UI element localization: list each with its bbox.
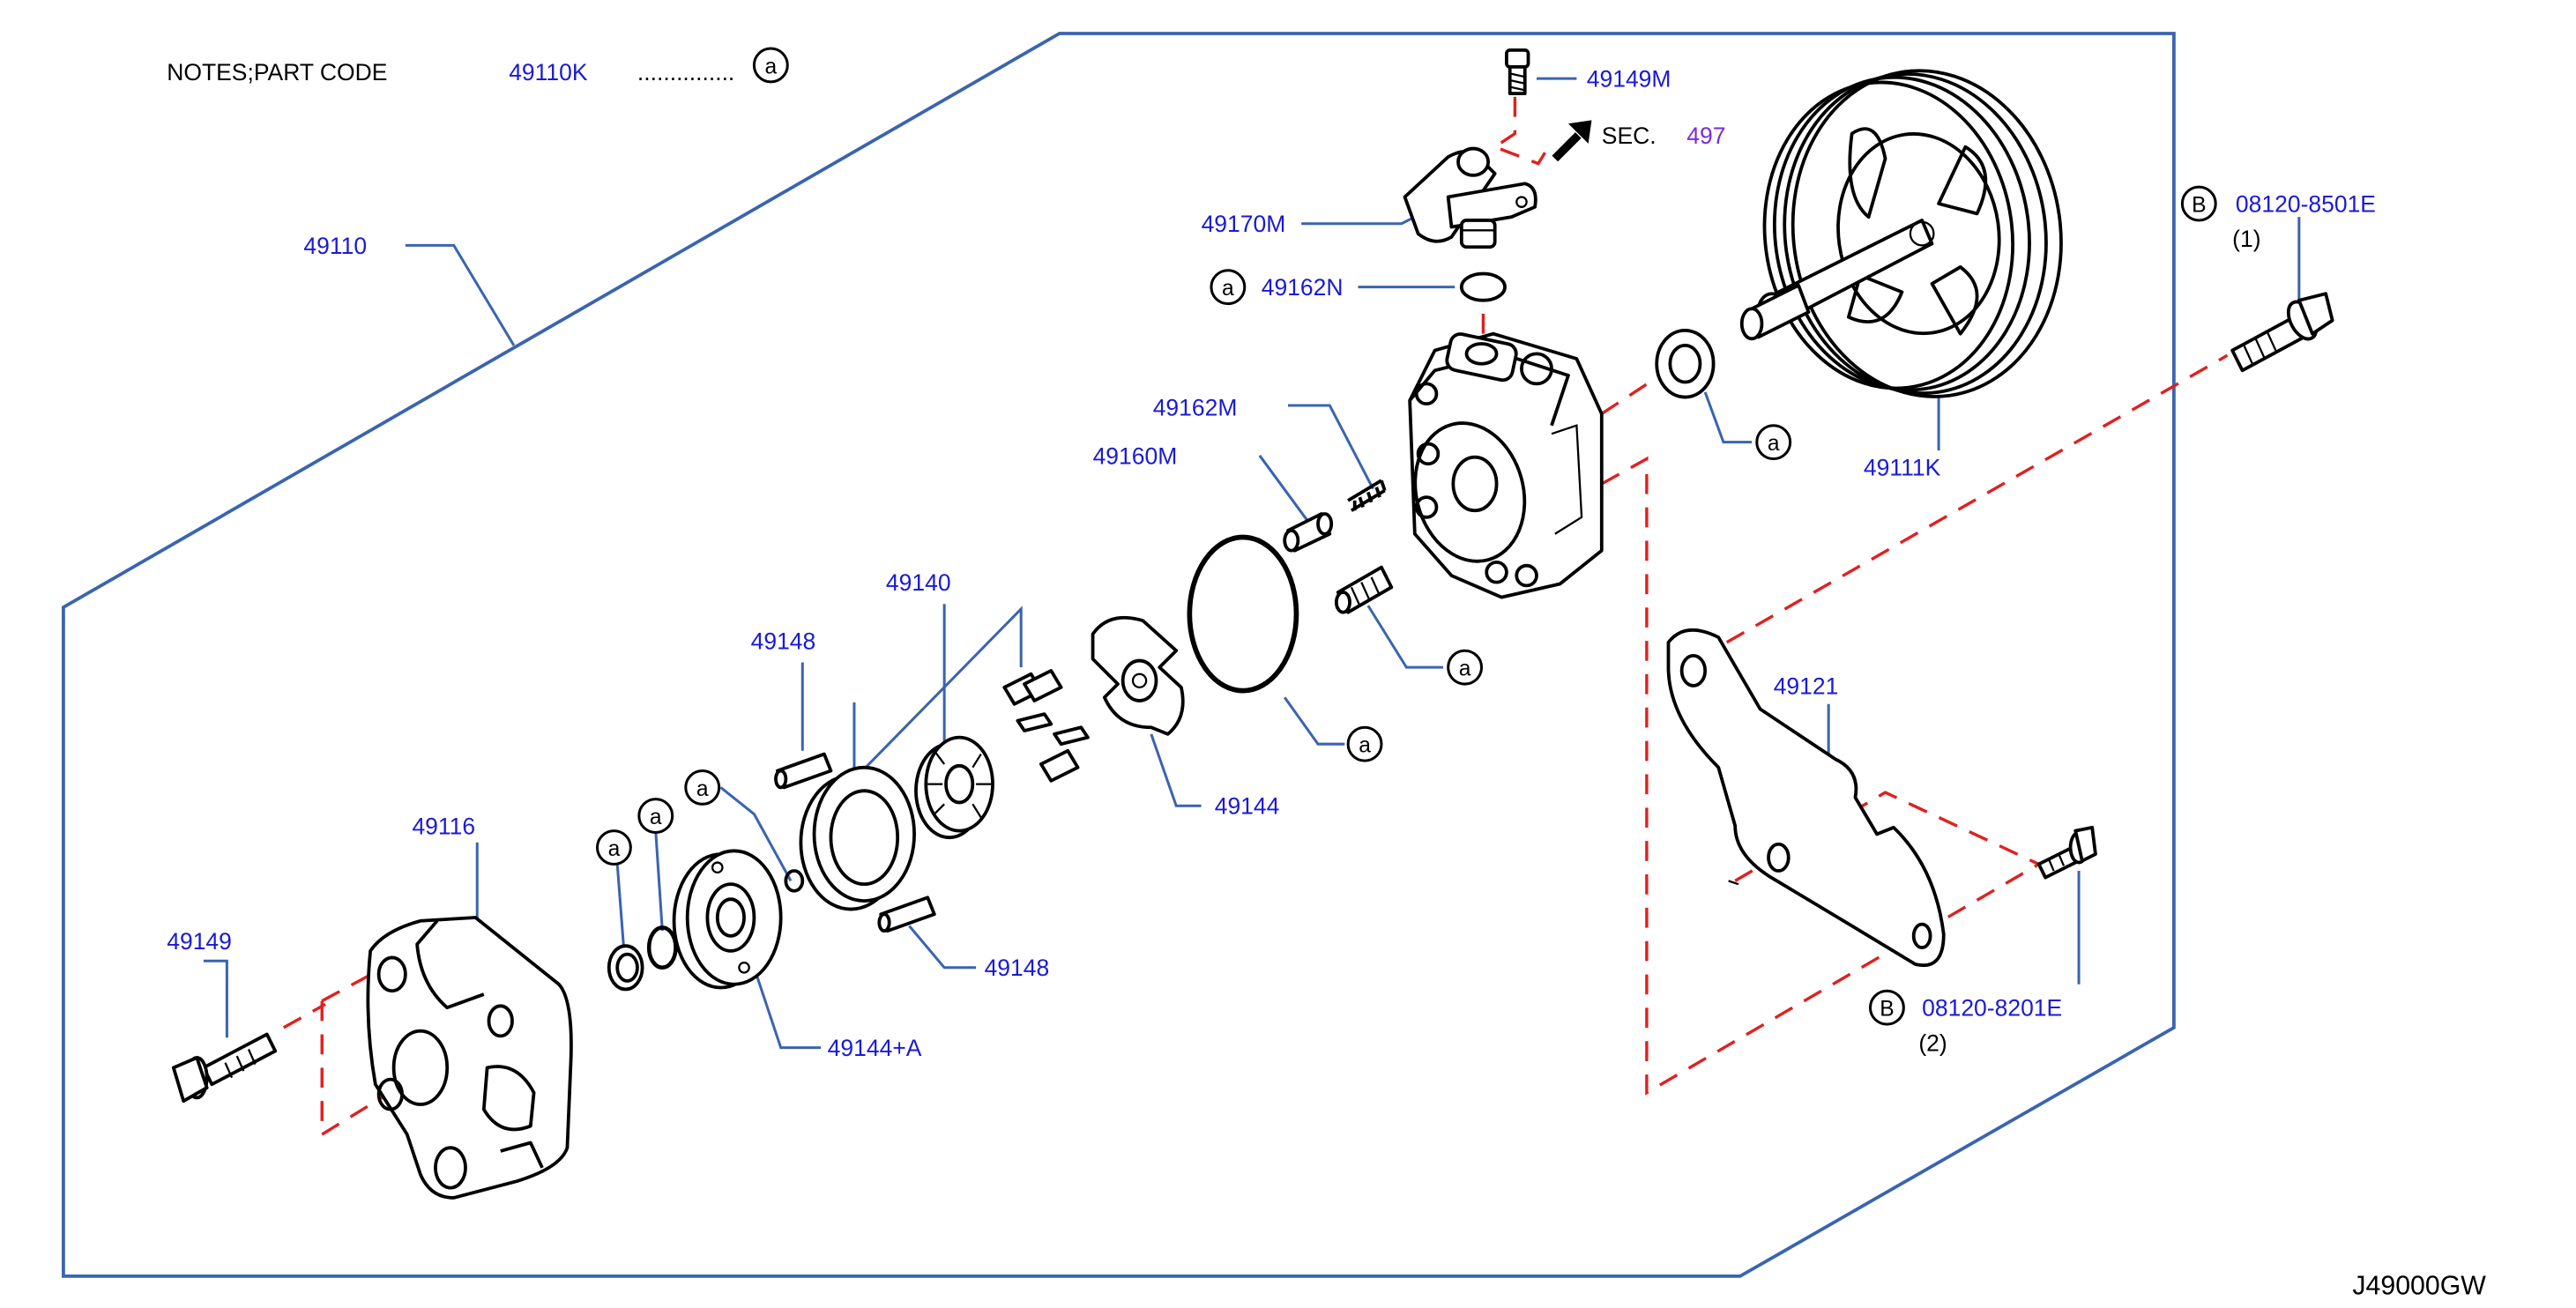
label-49121[interactable]: 49121 bbox=[1774, 673, 1839, 699]
label-bolt1[interactable]: 08120-8501E bbox=[2236, 190, 2376, 217]
leader-49149 bbox=[203, 959, 228, 1038]
label-49110[interactable]: 49110 bbox=[303, 233, 367, 259]
sec-arrow-icon bbox=[1552, 120, 1592, 162]
part-large-oring[interactable] bbox=[1187, 534, 1299, 694]
marker-a-seal: a bbox=[1755, 424, 1792, 461]
leader-seal-small-a bbox=[615, 864, 626, 951]
leader-oring-a bbox=[1283, 696, 1345, 746]
part-49162M-spring[interactable] bbox=[1347, 479, 1387, 512]
part-shaft-seal[interactable] bbox=[1655, 328, 1716, 399]
part-cam-ring[interactable] bbox=[799, 765, 916, 911]
leader-ring-a bbox=[719, 786, 793, 882]
label-bolt2[interactable]: 08120-8201E bbox=[1922, 995, 2062, 1022]
svg-text:a: a bbox=[608, 837, 621, 861]
hidden-line-bolt2 bbox=[1734, 791, 2040, 882]
marker-a-49162N: a bbox=[1210, 269, 1247, 306]
label-49149[interactable]: 49149 bbox=[167, 928, 232, 955]
part-49149M-bolt[interactable] bbox=[1505, 48, 1530, 96]
marker-b-bolt1: B bbox=[2180, 185, 2217, 222]
notes-prefix: NOTES;PART CODE bbox=[167, 59, 387, 85]
leader-valve-a bbox=[1366, 605, 1444, 669]
leader-seal-a bbox=[1703, 391, 1753, 444]
label-49148-bottom[interactable]: 49148 bbox=[985, 955, 1050, 981]
svg-text:a: a bbox=[1768, 432, 1780, 456]
part-49144-side-plate[interactable] bbox=[1091, 615, 1185, 736]
part-49170M-connector[interactable] bbox=[1403, 146, 1537, 249]
label-49140[interactable]: 49140 bbox=[886, 569, 951, 596]
hidden-line-bolt1 bbox=[1725, 353, 2229, 644]
svg-text:B: B bbox=[1880, 998, 1894, 1022]
svg-text:a: a bbox=[1459, 658, 1471, 681]
part-vanes[interactable] bbox=[1002, 669, 1090, 783]
marker-a-oring: a bbox=[1346, 725, 1383, 762]
label-49160M[interactable]: 49160M bbox=[1093, 442, 1178, 469]
part-49121-bracket[interactable] bbox=[1666, 628, 1946, 967]
label-49144A[interactable]: 49144+A bbox=[828, 1035, 922, 1061]
part-small-ring[interactable] bbox=[784, 869, 805, 893]
label-49170M[interactable]: 49170M bbox=[1202, 211, 1286, 237]
part-bolt-08120-8501E[interactable] bbox=[2230, 292, 2334, 373]
svg-text:a: a bbox=[764, 55, 777, 78]
label-49144[interactable]: 49144 bbox=[1215, 793, 1280, 820]
marker-a-seal-small: a bbox=[595, 829, 632, 866]
part-small-oring[interactable] bbox=[646, 925, 678, 970]
part-rotor[interactable] bbox=[914, 735, 994, 840]
part-49116-rear-cover[interactable] bbox=[366, 916, 573, 1200]
svg-text:a: a bbox=[696, 777, 709, 801]
leader-49160M bbox=[1258, 454, 1316, 531]
label-49148-top[interactable]: 49148 bbox=[751, 628, 816, 654]
leader-49140-vanes bbox=[852, 606, 1023, 783]
leader-49110 bbox=[405, 243, 516, 346]
leader-49144A bbox=[752, 967, 822, 1050]
svg-text:a: a bbox=[1359, 734, 1371, 758]
marker-a-oring-small: a bbox=[637, 798, 674, 835]
label-49111K[interactable]: 49111K bbox=[1864, 455, 1941, 481]
label-bolt2-qty: (2) bbox=[1918, 1029, 1947, 1056]
label-49149M[interactable]: 49149M bbox=[1587, 66, 1671, 93]
part-49111K-pulley[interactable] bbox=[1739, 53, 2082, 413]
part-pump-housing[interactable] bbox=[1400, 331, 1604, 599]
part-bolt-08120-8201E[interactable] bbox=[2036, 825, 2097, 880]
leader-49170M bbox=[1301, 212, 1423, 226]
svg-text:a: a bbox=[1222, 277, 1234, 301]
hidden-line-cap bbox=[1491, 96, 1553, 166]
label-49162N[interactable]: 49162N bbox=[1262, 274, 1344, 301]
part-49149-bolt[interactable] bbox=[171, 1032, 278, 1104]
leader-49162M bbox=[1288, 404, 1374, 490]
marker-a-valve: a bbox=[1447, 649, 1484, 686]
part-49148-pin-bottom[interactable] bbox=[877, 896, 936, 933]
assembly-frame bbox=[62, 32, 2176, 1278]
svg-text:a: a bbox=[650, 806, 662, 829]
hidden-line-bolt49149 bbox=[282, 1002, 326, 1029]
notes-dots: ............... bbox=[637, 59, 734, 85]
part-49160M-valve[interactable] bbox=[1283, 512, 1334, 553]
figure-id: J49000GW bbox=[2352, 1272, 2486, 1301]
label-49162M[interactable]: 49162M bbox=[1153, 394, 1238, 420]
leader-49148-bottom bbox=[908, 925, 977, 970]
hidden-line-seal bbox=[1600, 374, 1661, 415]
notes-marker-a: a bbox=[752, 47, 789, 84]
sec-label: SEC. bbox=[1602, 123, 1657, 149]
leader-49144 bbox=[1150, 733, 1202, 807]
svg-text:B: B bbox=[2192, 193, 2206, 217]
part-49148-pin-top[interactable] bbox=[774, 752, 833, 790]
leader-oring-small-a bbox=[654, 830, 664, 932]
part-49144A-rear-plate[interactable] bbox=[672, 849, 783, 990]
label-49116[interactable]: 49116 bbox=[412, 813, 475, 839]
part-flow-valve[interactable] bbox=[1334, 565, 1394, 614]
part-49162N-oring[interactable] bbox=[1459, 271, 1507, 302]
part-small-seal[interactable] bbox=[607, 944, 644, 992]
notes-code[interactable]: 49110K bbox=[509, 59, 588, 85]
sec-number-link[interactable]: 497 bbox=[1686, 123, 1725, 149]
hidden-line-bracket bbox=[1600, 456, 2040, 1096]
marker-a-ring: a bbox=[684, 769, 721, 806]
marker-b-bolt2: B bbox=[1868, 989, 1905, 1026]
label-bolt1-qty: (1) bbox=[2232, 226, 2260, 252]
